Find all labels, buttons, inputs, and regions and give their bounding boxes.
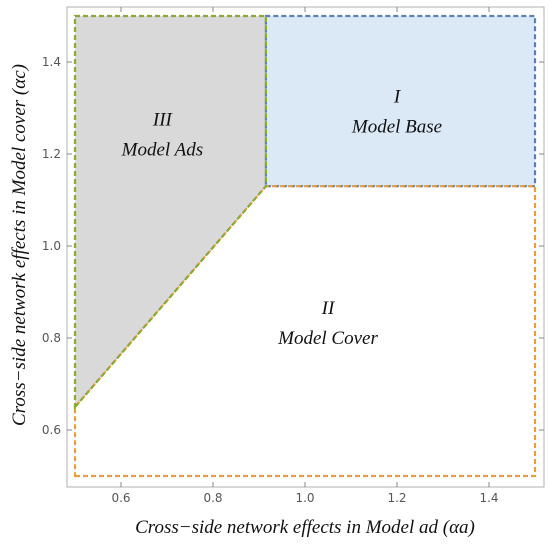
region-III-border [73,14,267,410]
y-tick-label: 1.4 [42,55,61,69]
region-II-name: Model Cover [277,328,378,349]
region-I-fill [265,16,535,187]
region-I-border [264,14,537,188]
region-II-fill [75,186,535,476]
y-tick-label: 1.0 [42,239,61,253]
region-II-border [73,185,537,478]
region-III-name: Model Ads [121,140,203,161]
x-tick-label: 1.4 [479,491,498,505]
region-I-name: Model Base [351,117,442,138]
x-axis-ticks: 0.6 0.8 1.0 1.2 1.4 [111,7,499,505]
region-III-numeral: III [152,110,174,131]
region-III-fill [75,16,266,407]
y-axis-title: Cross−side network effects in Model cove… [9,64,30,426]
x-tick-label: 0.6 [111,491,130,505]
x-tick-label: 1.2 [387,491,406,505]
x-axis-title: Cross−side network effects in Model ad (… [135,517,475,538]
x-tick-label: 0.8 [203,491,222,505]
y-tick-label: 1.2 [42,147,61,161]
region-II-numeral: II [321,298,336,319]
y-tick-label: 0.6 [42,423,61,437]
y-tick-label: 0.8 [42,331,61,345]
region-I-numeral: I [393,87,402,108]
regions-layer [75,16,535,476]
y-axis-ticks: 0.6 0.8 1.0 1.2 1.4 [42,55,544,437]
region-borders-layer [73,14,537,478]
x-tick-label: 1.0 [295,491,314,505]
